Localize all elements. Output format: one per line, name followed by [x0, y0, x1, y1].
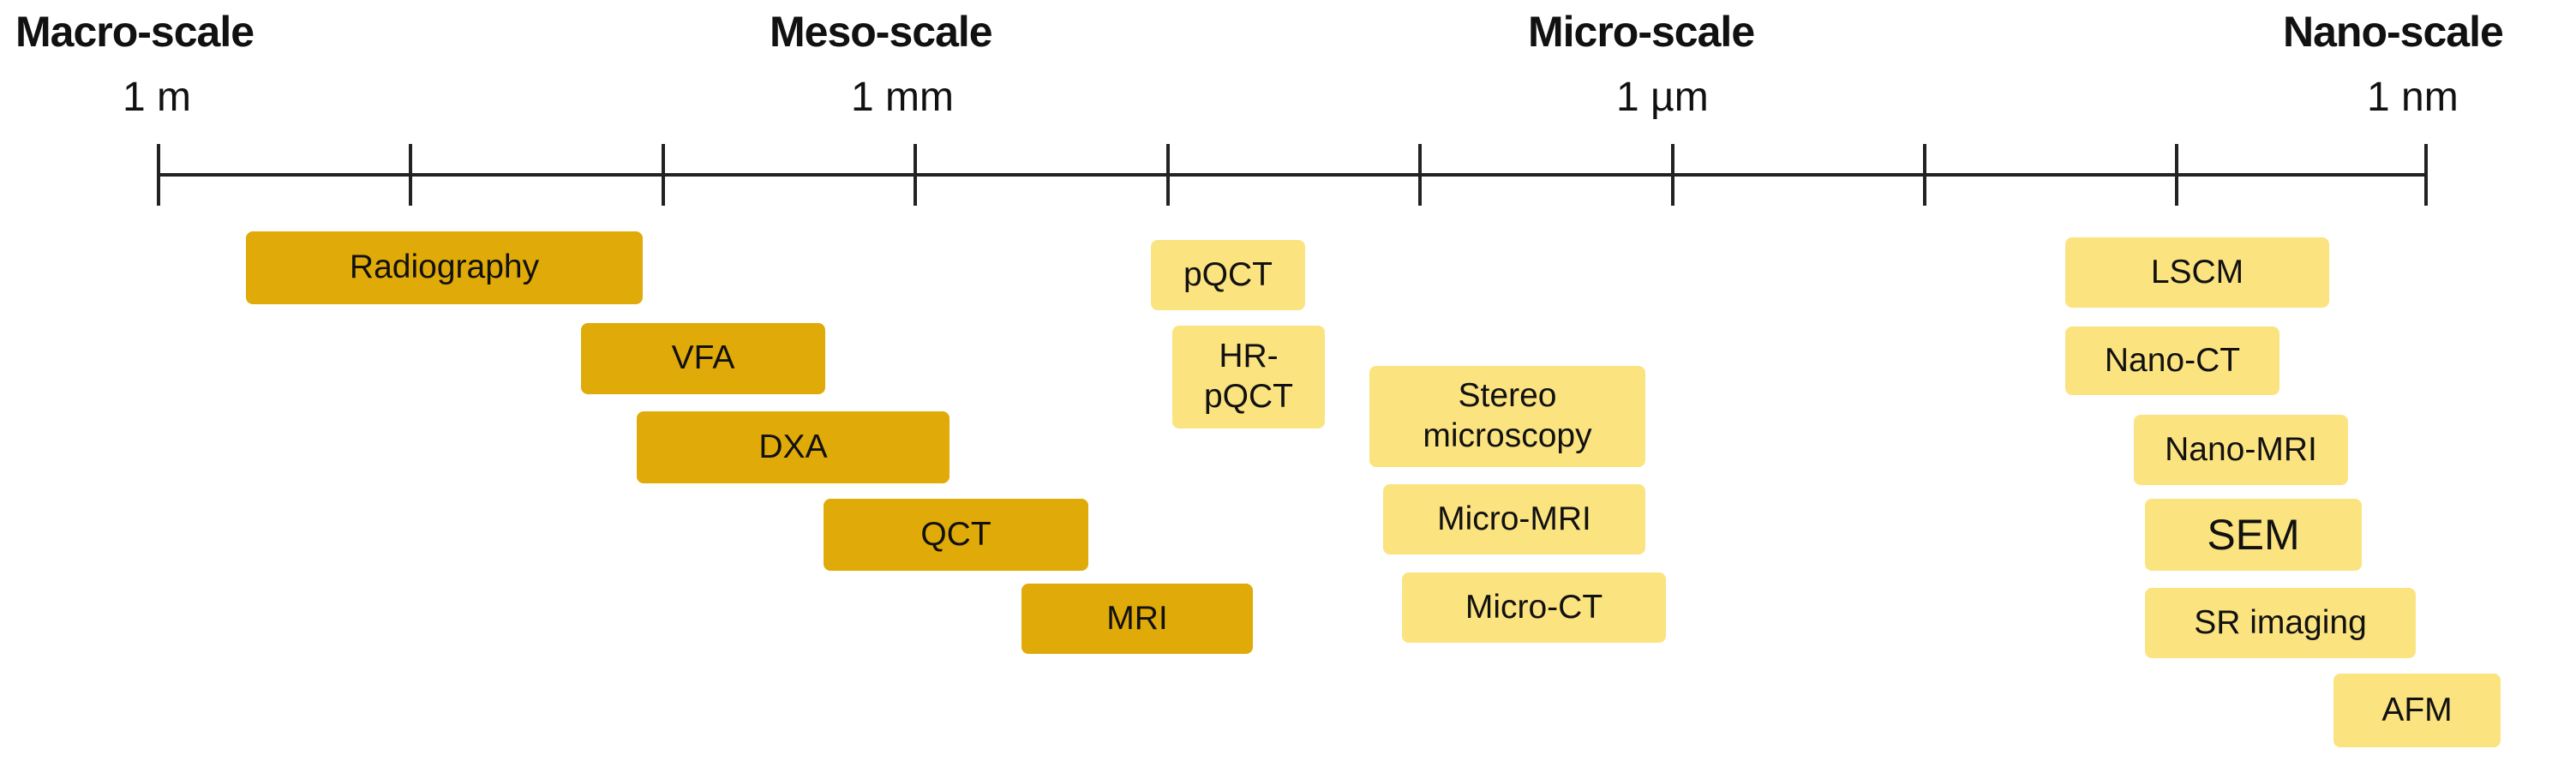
- modality-label-line2: pQCT: [1203, 378, 1293, 415]
- modality-micro-ct: Micro-CT: [1402, 572, 1666, 643]
- modality-label: LSCM: [2150, 253, 2244, 291]
- modality-vfa: VFA: [581, 323, 825, 394]
- axis-tick: [2424, 144, 2428, 206]
- modality-sem: SEM: [2145, 499, 2362, 571]
- modality-label: Nano-MRI: [2165, 430, 2317, 468]
- axis-tick: [1671, 144, 1674, 206]
- modality-label: AFM: [2381, 691, 2453, 728]
- axis-tick: [157, 144, 160, 206]
- modality-sr-imaging: SR imaging: [2145, 588, 2416, 658]
- scale-title-macro: Macro-scale: [15, 8, 255, 56]
- scale-title-meso: Meso-scale: [770, 8, 993, 56]
- scale-axis-line: [157, 173, 2428, 177]
- modality-label: Micro-CT: [1465, 588, 1603, 626]
- axis-tick: [409, 144, 412, 206]
- unit-label-1m: 1 m: [123, 75, 192, 120]
- modality-nano-mri: Nano-MRI: [2134, 415, 2348, 485]
- modality-label: MRI: [1106, 599, 1168, 637]
- modality-micro-mri: Micro-MRI: [1383, 484, 1645, 554]
- modality-afm: AFM: [2333, 674, 2501, 747]
- modality-lscm: LSCM: [2065, 237, 2329, 308]
- modality-radiography: Radiography: [246, 231, 643, 304]
- modality-label: Radiography: [349, 249, 540, 286]
- modality-label: Micro-MRI: [1437, 500, 1591, 537]
- unit-label-1nm: 1 nm: [2367, 75, 2459, 120]
- axis-tick: [2175, 144, 2178, 206]
- unit-label-1um: 1 µm: [1616, 75, 1709, 120]
- modality-label: SEM: [2207, 511, 2300, 559]
- modality-label: pQCT: [1183, 255, 1273, 293]
- axis-tick: [1418, 144, 1422, 206]
- modality-dxa: DXA: [637, 411, 950, 483]
- unit-label-1mm: 1 mm: [851, 75, 954, 120]
- axis-tick: [662, 144, 665, 206]
- modality-label: QCT: [920, 515, 991, 553]
- scale-title-nano: Nano-scale: [2283, 8, 2504, 56]
- modality-hr-pqct: HR- pQCT: [1172, 326, 1325, 428]
- modality-label: VFA: [671, 339, 735, 377]
- axis-tick: [914, 144, 917, 206]
- scale-title-micro: Micro-scale: [1528, 8, 1755, 56]
- modality-label-line1: Stereo: [1458, 377, 1557, 415]
- modality-label: SR imaging: [2194, 603, 2367, 641]
- modality-label-line1: HR-: [1219, 338, 1279, 375]
- modality-pqct: pQCT: [1151, 240, 1305, 310]
- modality-label-line2: microscopy: [1423, 417, 1592, 454]
- axis-tick: [1923, 144, 1926, 206]
- modality-nano-ct: Nano-CT: [2065, 327, 2279, 395]
- modality-label: Nano-CT: [2104, 341, 2241, 379]
- modality-label: DXA: [758, 428, 828, 465]
- modality-qct: QCT: [824, 499, 1088, 571]
- modality-stereo-microscopy: Stereo microscopy: [1369, 366, 1645, 467]
- axis-tick: [1166, 144, 1170, 206]
- modality-mri: MRI: [1021, 584, 1253, 654]
